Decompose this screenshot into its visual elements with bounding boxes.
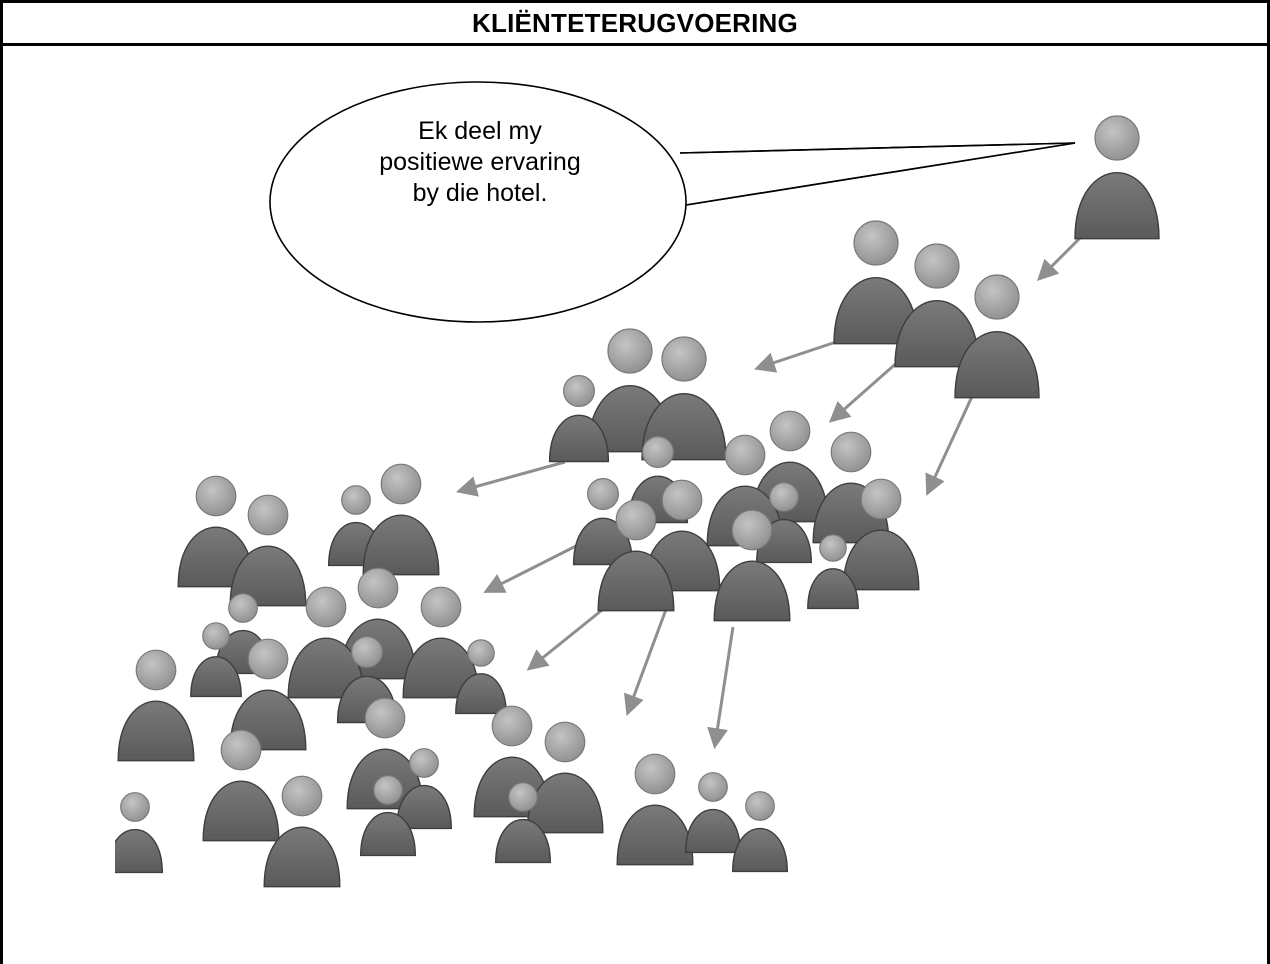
person-icon (548, 375, 610, 463)
crowd (115, 115, 1160, 888)
arrow (1037, 234, 1084, 281)
title-bar: KLIËNTETERUGVOERING (3, 3, 1267, 46)
speech-bubble-line: by die hotel. (412, 179, 548, 207)
speech-bubble-line: positiewe ervaring (379, 148, 581, 176)
speech-bubble (269, 81, 1076, 323)
arrow (455, 460, 566, 497)
person-icon (177, 475, 255, 588)
person-icon (526, 721, 604, 834)
arrow (925, 389, 977, 496)
arrow (483, 543, 579, 593)
person-icon (359, 775, 417, 857)
person-icon (263, 775, 341, 888)
person-icon (229, 494, 307, 607)
person-icon (954, 274, 1040, 399)
person-icon (202, 729, 280, 842)
person-icon (362, 463, 440, 576)
page-title: KLIËNTETERUGVOERING (472, 7, 798, 38)
person-icon (616, 753, 694, 866)
speech-bubble-line: Ek deel my (418, 117, 542, 145)
arrow (707, 626, 735, 750)
person-icon (117, 649, 195, 762)
person-icon (572, 478, 634, 566)
arrow (623, 603, 670, 716)
person-icon (455, 639, 507, 715)
person-icon (287, 586, 365, 699)
arrow (754, 336, 849, 373)
arrow (526, 600, 613, 671)
person-icon (190, 622, 242, 698)
arrow (828, 358, 901, 423)
person-icon (1074, 115, 1160, 240)
person-icon (115, 792, 164, 874)
person-icon (402, 586, 480, 699)
person-icon (842, 478, 920, 591)
referral-arrows (455, 234, 1084, 750)
person-icon (494, 782, 552, 864)
person-icon (894, 243, 980, 368)
person-icon (684, 772, 742, 854)
person-icon (807, 534, 859, 610)
person-icon (731, 791, 789, 873)
person-icon (597, 499, 675, 612)
person-icon (713, 509, 791, 622)
speech-bubble-text: Ek deel my positiewe ervaring by die hot… (340, 116, 620, 209)
person-icon (395, 748, 453, 830)
